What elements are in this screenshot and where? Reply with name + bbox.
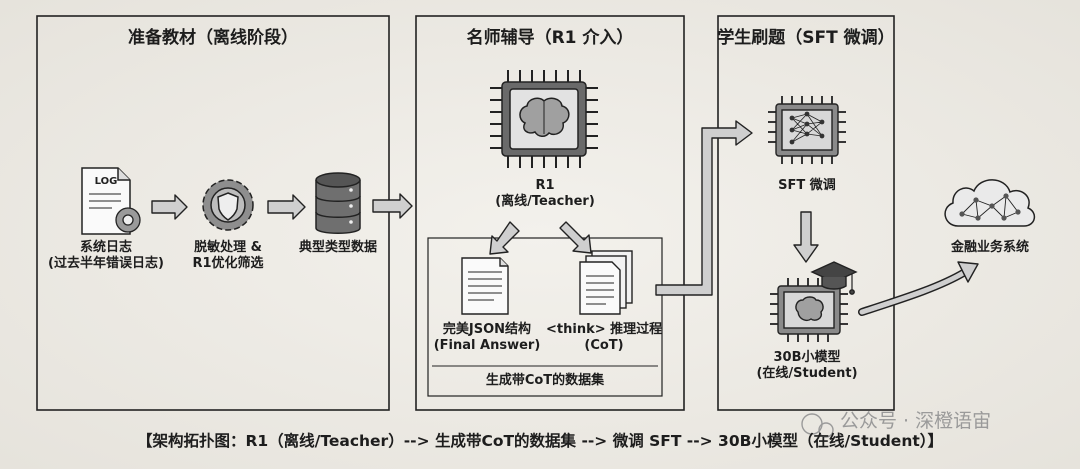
stage-title-offline: 准备教材（离线阶段） xyxy=(128,28,298,48)
arrow-typical-to-r1 xyxy=(372,193,413,219)
svg-text:LOG: LOG xyxy=(95,176,118,187)
small-brain-icon xyxy=(795,296,824,321)
diagram-caption: 【架构拓扑图：R1（离线/Teacher）--> 生成带CoT的数据集 --> … xyxy=(136,432,944,450)
chip-pins xyxy=(490,70,598,168)
node-json-title: 完美JSON结构 xyxy=(442,322,532,337)
arrow-r1-to-json xyxy=(489,221,520,255)
node-logs-subtitle: (过去半年错误日志) xyxy=(48,256,164,272)
node-logs-label: 系统日志 (过去半年错误日志) xyxy=(40,240,172,273)
arrow-r1-to-think xyxy=(559,221,592,254)
node-think-subtitle: (CoT) xyxy=(584,338,624,354)
database-icon xyxy=(315,172,361,234)
panel-mentor xyxy=(415,15,685,411)
watermark-text: 公众号 · 深橙语宙 xyxy=(840,410,992,432)
arrow-head-finance xyxy=(957,261,979,283)
node-desensitize-title: 脱敏处理 & xyxy=(194,240,262,255)
panel-offline xyxy=(36,15,390,411)
small-model-chip-icon xyxy=(770,261,858,342)
panel-student xyxy=(717,15,895,411)
node-r1-title: R1 xyxy=(535,178,555,193)
stage-title-student: 学生刷题（SFT 微调） xyxy=(717,28,895,48)
neural-network-chip-icon xyxy=(768,96,846,164)
brain-chip-icon xyxy=(490,70,598,168)
gear-icon xyxy=(115,207,141,233)
shield-icon xyxy=(217,192,239,221)
node-r1-subtitle: (离线/Teacher) xyxy=(495,194,595,210)
stacked-documents-icon xyxy=(579,250,633,315)
shield-gear-icon xyxy=(202,179,254,231)
arrow-desensitize-to-typical xyxy=(267,194,306,220)
cloud-network-icon xyxy=(944,179,1036,227)
node-logs-title: 系统日志 xyxy=(79,240,132,255)
node-think-label: <think> 推理过程 (CoT) xyxy=(546,322,662,355)
node-sft-label: SFT 微调 xyxy=(778,178,836,193)
arrow-dataset-to-sft xyxy=(655,120,753,296)
panel-cot-dataset xyxy=(427,237,663,397)
node-small-model-title: 30B小模型 xyxy=(773,350,841,365)
node-small-model-label: 30B小模型 (在线/Student) xyxy=(740,350,874,383)
document-icon xyxy=(461,257,509,315)
node-desensitize-subtitle: R1优化筛选 xyxy=(192,256,264,272)
arrow-sft-to-small-model xyxy=(793,211,819,263)
arrow-logs-to-desensitize xyxy=(151,194,188,220)
node-json-subtitle: (Final Answer) xyxy=(433,338,541,354)
node-small-model-subtitle: (在线/Student) xyxy=(756,366,858,382)
node-think-title: <think> 推理过程 xyxy=(546,322,663,337)
node-r1-label: R1 (离线/Teacher) xyxy=(480,178,610,211)
node-json-label: 完美JSON结构 (Final Answer) xyxy=(428,322,546,355)
node-cot-set-label: 生成带CoT的数据集 xyxy=(485,373,605,388)
node-desensitize-label: 脱敏处理 & R1优化筛选 xyxy=(172,240,284,273)
stage-title-mentor: 名师辅导（R1 介入） xyxy=(466,28,634,48)
node-typical-label: 典型类型数据 xyxy=(298,240,377,255)
node-finance-label: 金融业务系统 xyxy=(950,240,1029,255)
graduation-cap-icon xyxy=(810,261,858,295)
arrow-small-model-to-finance-fill xyxy=(859,269,968,315)
watermark-logo-icon xyxy=(801,413,834,438)
